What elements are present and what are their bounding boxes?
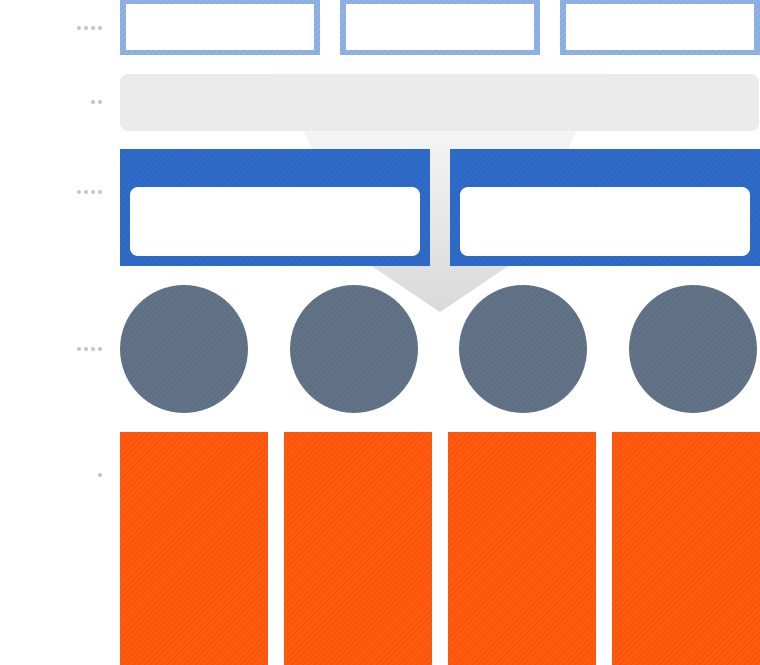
row-4-circles (120, 285, 757, 413)
marker-dot (84, 190, 88, 194)
row-1-outlined-boxes (120, 0, 760, 55)
marker-dot (91, 26, 95, 30)
marker-dot (98, 473, 102, 477)
orange-column-1 (120, 432, 268, 665)
circle-2 (290, 285, 418, 413)
outlined-box-1 (120, 0, 320, 55)
row-3-blue-panels (120, 149, 760, 266)
marker-dot (91, 190, 95, 194)
outlined-box-3 (560, 0, 760, 55)
row-5-orange-columns (120, 432, 760, 665)
marker-dot (77, 26, 81, 30)
blue-panel-1 (120, 149, 430, 266)
blue-panel-2 (450, 149, 760, 266)
circle-1 (120, 285, 248, 413)
orange-column-2 (284, 432, 432, 665)
marker-dot (84, 26, 88, 30)
marker-dot (98, 190, 102, 194)
gray-band (120, 74, 759, 131)
marker-dot (91, 347, 95, 351)
marker-dot (77, 347, 81, 351)
row-marker-1 (77, 24, 102, 32)
marker-dot (98, 347, 102, 351)
row-marker-4 (77, 345, 102, 353)
row-marker-3 (77, 188, 102, 196)
marker-dot (77, 190, 81, 194)
marker-dot (98, 100, 102, 104)
marker-dot (98, 26, 102, 30)
marker-dot (91, 100, 95, 104)
orange-column-3 (448, 432, 596, 665)
row-marker-2 (91, 98, 102, 106)
marker-dot (84, 347, 88, 351)
orange-column-4 (612, 432, 760, 665)
circle-4 (629, 285, 757, 413)
row-marker-5 (98, 471, 102, 479)
circle-3 (459, 285, 587, 413)
outlined-box-2 (340, 0, 540, 55)
